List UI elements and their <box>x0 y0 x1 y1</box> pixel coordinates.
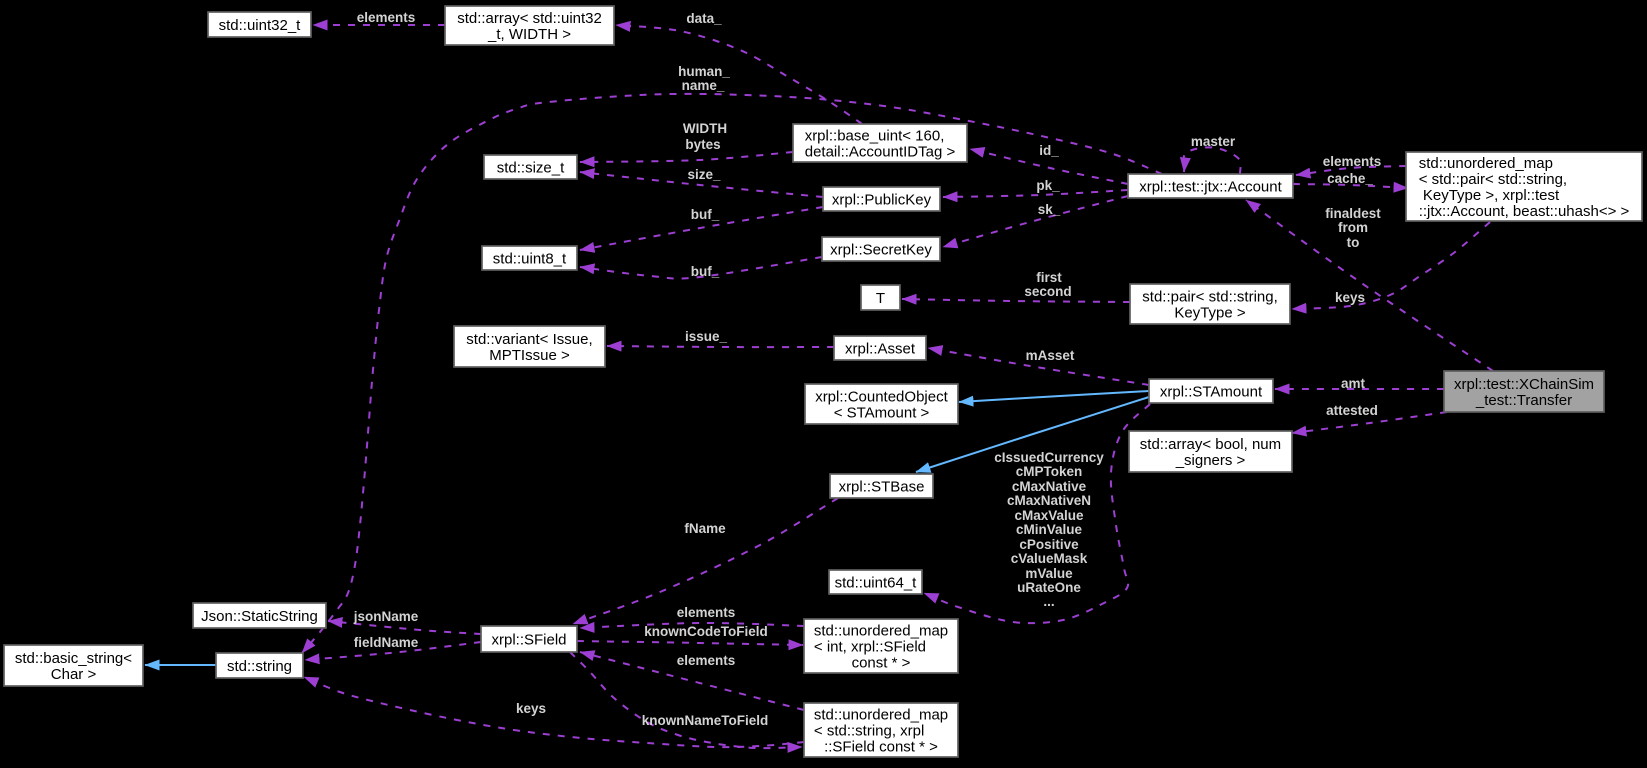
svg-text:first: first <box>1036 270 1062 285</box>
svg-text:Char >: Char > <box>51 666 97 683</box>
svg-text:jsonName: jsonName <box>353 609 419 624</box>
svg-text:elements: elements <box>357 10 416 25</box>
svg-text:knownNameToField: knownNameToField <box>642 713 769 728</box>
svg-text:xrpl::test::XChainSim: xrpl::test::XChainSim <box>1454 376 1594 393</box>
svg-text:attested: attested <box>1326 403 1378 418</box>
svg-text:master: master <box>1191 134 1236 149</box>
svg-text:amt: amt <box>1341 376 1366 391</box>
svg-text:std::size_t: std::size_t <box>497 159 565 176</box>
svg-text:detail::AccountIDTag >: detail::AccountIDTag > <box>805 143 956 160</box>
svg-text:size_: size_ <box>687 167 721 182</box>
svg-text:const * >: const * > <box>852 654 911 671</box>
svg-text:cIssuedCurrency: cIssuedCurrency <box>994 450 1104 465</box>
svg-text:xrpl::base_uint< 160,: xrpl::base_uint< 160, <box>805 127 945 144</box>
svg-text:std::basic_string<: std::basic_string< <box>15 650 132 667</box>
svg-text:xrpl::test::jtx::Account: xrpl::test::jtx::Account <box>1139 178 1282 195</box>
svg-text:< std::pair< std::string,: < std::pair< std::string, <box>1419 171 1567 188</box>
svg-text:std::pair< std::string,: std::pair< std::string, <box>1142 288 1277 305</box>
svg-text:name_: name_ <box>682 78 725 93</box>
svg-text:std::uint8_t: std::uint8_t <box>493 250 567 267</box>
svg-text:pk_: pk_ <box>1036 178 1060 193</box>
svg-text:T: T <box>876 290 885 307</box>
svg-text:xrpl::SecretKey: xrpl::SecretKey <box>830 241 932 258</box>
svg-text:< std::string, xrpl: < std::string, xrpl <box>814 722 924 739</box>
svg-text:fieldName: fieldName <box>354 635 419 650</box>
svg-text:elements: elements <box>677 653 736 668</box>
svg-text:std::string: std::string <box>227 658 292 675</box>
svg-text:id_: id_ <box>1039 143 1059 158</box>
svg-text:mAsset: mAsset <box>1026 348 1075 363</box>
svg-text:< int, xrpl::SField: < int, xrpl::SField <box>814 638 926 655</box>
svg-text:std::unordered_map: std::unordered_map <box>814 622 948 639</box>
svg-text:cache_: cache_ <box>1327 171 1373 186</box>
svg-text:xrpl::PublicKey: xrpl::PublicKey <box>832 191 932 208</box>
svg-text:MPTIssue >: MPTIssue > <box>489 347 570 364</box>
svg-text:_signers >: _signers > <box>1175 452 1246 469</box>
svg-text:second: second <box>1024 284 1071 299</box>
svg-text:cMPToken: cMPToken <box>1016 464 1083 479</box>
svg-text:::jtx::Account, beast::uhash<>: ::jtx::Account, beast::uhash<> > <box>1419 203 1630 220</box>
svg-text:bytes: bytes <box>685 137 720 152</box>
svg-text:std::variant< Issue,: std::variant< Issue, <box>466 331 592 348</box>
svg-text:keys: keys <box>516 701 546 716</box>
svg-text:std::unordered_map: std::unordered_map <box>814 706 948 723</box>
svg-text:issue_: issue_ <box>685 329 728 344</box>
svg-text:sk_: sk_ <box>1038 202 1061 217</box>
svg-text:xrpl::STBase: xrpl::STBase <box>839 478 925 495</box>
svg-text:cMaxValue: cMaxValue <box>1014 508 1084 523</box>
svg-text:_test::Transfer: _test::Transfer <box>1475 392 1572 409</box>
svg-text:xrpl::Asset: xrpl::Asset <box>845 340 916 357</box>
svg-text:_t, WIDTH >: _t, WIDTH > <box>487 26 571 43</box>
svg-text:cMaxNative: cMaxNative <box>1012 479 1087 494</box>
svg-text:std::array< bool, num: std::array< bool, num <box>1140 436 1281 453</box>
svg-text:mValue: mValue <box>1025 566 1073 581</box>
svg-text:cValueMask: cValueMask <box>1011 551 1088 566</box>
svg-text:std::array< std::uint32: std::array< std::uint32 <box>457 10 602 27</box>
svg-text:Json::StaticString: Json::StaticString <box>201 608 318 625</box>
svg-text:uRateOne: uRateOne <box>1017 580 1081 595</box>
svg-text:std::uint64_t: std::uint64_t <box>835 574 918 591</box>
svg-text:knownCodeToField: knownCodeToField <box>644 624 768 639</box>
svg-text:xrpl::CountedObject: xrpl::CountedObject <box>815 388 948 405</box>
svg-text:to: to <box>1347 235 1360 250</box>
svg-text:buf_: buf_ <box>691 264 720 279</box>
svg-text:...: ... <box>1043 594 1054 609</box>
svg-text:KeyType >: KeyType > <box>1174 304 1246 321</box>
svg-text:keys: keys <box>1335 290 1365 305</box>
svg-text:cMinValue: cMinValue <box>1016 522 1083 537</box>
svg-text:< STAmount >: < STAmount > <box>834 404 930 421</box>
svg-text:buf_: buf_ <box>691 207 720 222</box>
svg-text:std::uint32_t: std::uint32_t <box>219 17 302 34</box>
svg-text:data_: data_ <box>686 11 722 26</box>
svg-text:finaldest: finaldest <box>1325 206 1381 221</box>
svg-text:elements: elements <box>677 605 736 620</box>
svg-text:::SField const * >: ::SField const * > <box>824 738 938 755</box>
svg-text:xrpl::STAmount: xrpl::STAmount <box>1160 383 1263 400</box>
svg-text:KeyType >, xrpl::test: KeyType >, xrpl::test <box>1419 187 1560 204</box>
svg-text:human_: human_ <box>678 64 730 79</box>
svg-text:cMaxNativeN: cMaxNativeN <box>1007 493 1091 508</box>
svg-text:fName: fName <box>684 521 726 536</box>
svg-text:xrpl::SField: xrpl::SField <box>491 631 566 648</box>
svg-text:cPositive: cPositive <box>1019 537 1079 552</box>
svg-text:elements: elements <box>1323 154 1382 169</box>
svg-text:WIDTH: WIDTH <box>683 121 727 136</box>
svg-text:from: from <box>1338 220 1368 235</box>
svg-text:std::unordered_map: std::unordered_map <box>1419 155 1553 172</box>
